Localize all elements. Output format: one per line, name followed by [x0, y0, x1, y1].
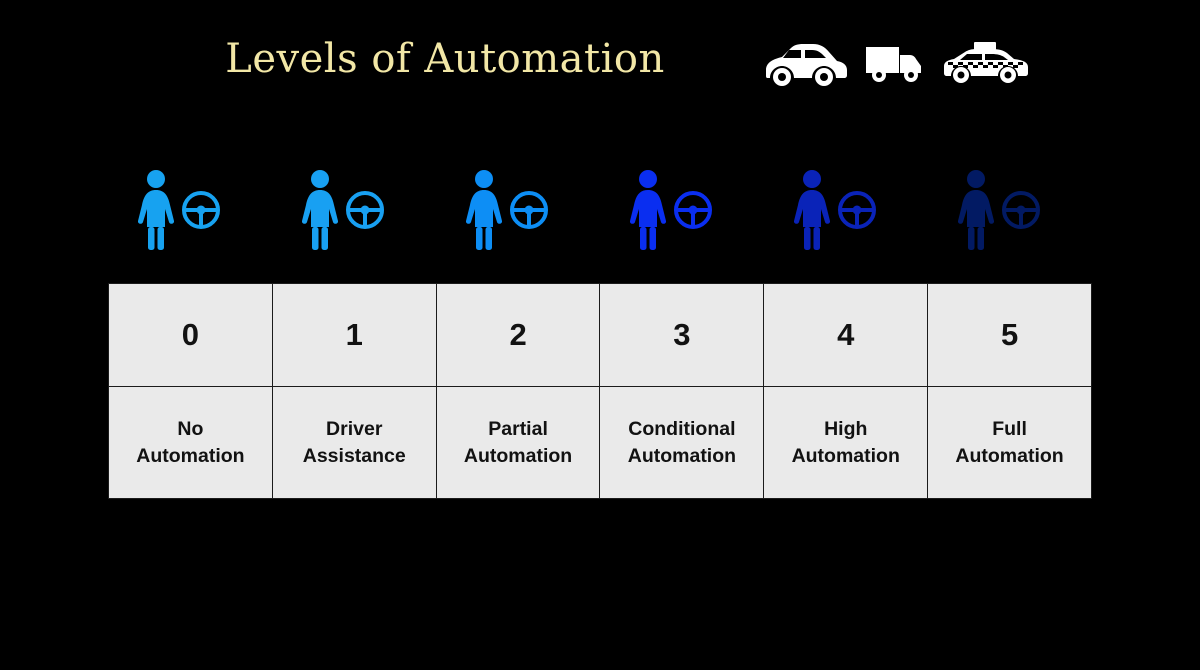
level-label-line1: High [824, 417, 868, 440]
level-number-cell: 5 [927, 283, 1092, 387]
page-title: Levels of Automation [225, 36, 665, 82]
level-icon-cell-0 [108, 160, 272, 260]
vehicle-icon-group [758, 32, 1058, 92]
header: Levels of Automation [0, 0, 1200, 120]
driver-person-icon [629, 170, 667, 250]
level-label-cell: Driver Assistance [271, 386, 437, 499]
driver-person-icon [793, 170, 831, 250]
level-label-cell: Full Automation [927, 386, 1092, 499]
level-label-cell: High Automation [763, 386, 929, 499]
steering-wheel-icon [1002, 191, 1040, 229]
driver-person-icon [301, 170, 339, 250]
level-label-line1: Conditional [628, 417, 736, 440]
level-label-line2: Automation [136, 444, 245, 467]
table-row-levels: 0 1 2 3 4 5 [108, 283, 1092, 387]
automation-levels-table: 0 1 2 3 4 5 No Automation Driver Assista… [108, 283, 1092, 499]
steering-wheel-icon [838, 191, 876, 229]
level-icon-cell-4 [764, 160, 928, 260]
steering-wheel-icon [674, 191, 712, 229]
level-label-line1: Full [992, 417, 1027, 440]
level-icon-cell-3 [600, 160, 764, 260]
level-label-line2: Assistance [302, 444, 406, 467]
level-label-line1: Driver [326, 417, 383, 440]
level-label-line1: Partial [488, 417, 548, 440]
level-icon-cell-5 [928, 160, 1092, 260]
level-number-cell: 4 [763, 283, 929, 387]
level-label-line2: Automation [791, 444, 900, 467]
driver-person-icon [137, 170, 175, 250]
level-label-cell: Partial Automation [435, 386, 601, 499]
level-number-cell: 3 [599, 283, 765, 387]
steering-wheel-icon [182, 191, 220, 229]
steering-wheel-icon [510, 191, 548, 229]
truck-icon [866, 47, 921, 82]
level-label-line2: Automation [955, 444, 1064, 467]
level-label-line2: Automation [463, 444, 573, 467]
table-row-labels: No Automation Driver Assistance Partial … [108, 386, 1092, 499]
level-label-cell: Conditional Automation [599, 386, 765, 499]
driver-person-icon [465, 170, 503, 250]
car-icon [766, 44, 847, 86]
level-icon-cell-2 [436, 160, 600, 260]
level-number-cell: 1 [271, 283, 437, 387]
level-number-cell: 0 [108, 283, 273, 387]
driver-person-icon [957, 170, 995, 250]
steering-wheel-icon [346, 191, 384, 229]
level-label-cell: No Automation [108, 386, 273, 499]
level-label-line2: Automation [627, 444, 737, 467]
level-number-cell: 2 [435, 283, 601, 387]
level-icon-cell-1 [272, 160, 436, 260]
taxi-icon [944, 42, 1028, 83]
level-label-line1: No [177, 417, 204, 440]
automation-level-icon-row [108, 160, 1092, 260]
